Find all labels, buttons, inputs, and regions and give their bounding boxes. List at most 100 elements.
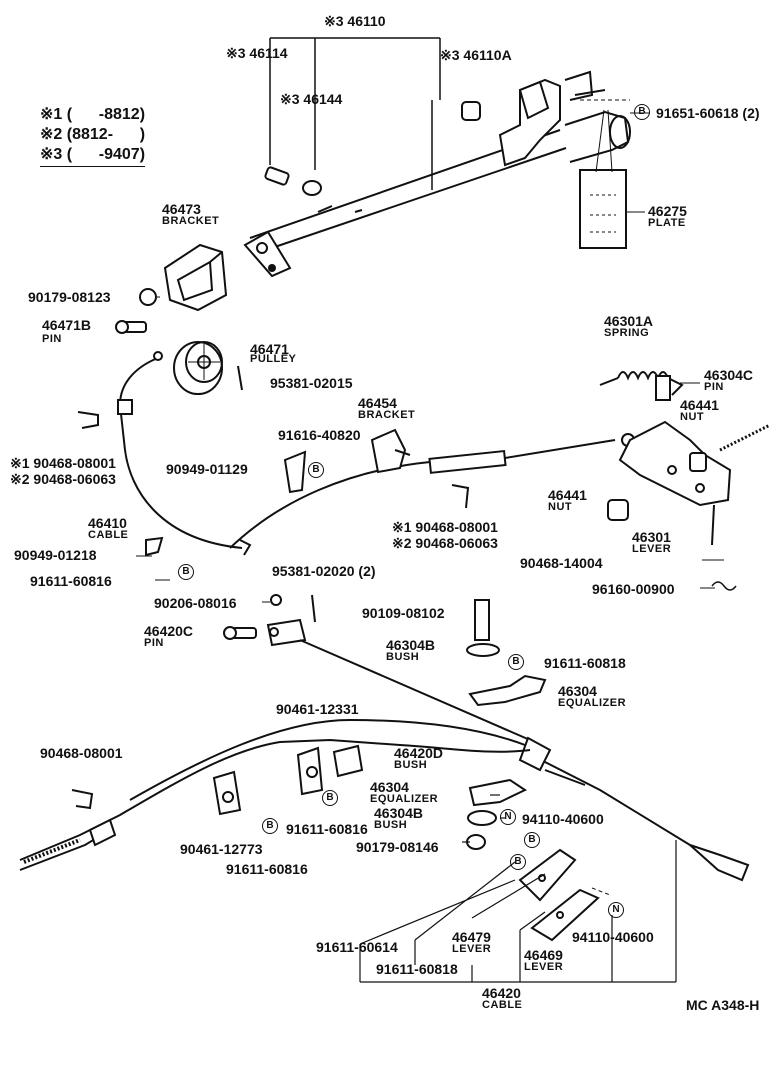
label-46301A: 46301A [604, 313, 654, 329]
equalizer-46304-b [468, 778, 528, 807]
label-46473: 46473 [162, 201, 201, 217]
part-46110A [461, 101, 481, 121]
pin-46471B [115, 320, 147, 334]
label-46304B-b: 46304B [374, 805, 424, 821]
clip-90468-08001-b [451, 484, 470, 509]
label-90468-08001-a: ※1 90468-08001 [10, 455, 116, 471]
n-mark: N [608, 902, 624, 918]
bracket-46473 [163, 243, 228, 312]
pin-95381-02020 [311, 594, 316, 623]
label-46144: ※3 46144 [280, 91, 343, 107]
label-46471B: 46471B [42, 317, 92, 333]
label-91611-60816-c: 91611-60816 [226, 861, 308, 877]
name-46471: PULLEY [250, 353, 297, 365]
name-46471B: PIN [42, 333, 62, 345]
pin-95381-02015 [237, 365, 243, 391]
name-46420D: BUSH [394, 759, 428, 771]
name-46473: BRACKET [162, 215, 220, 227]
label-46304-b: 46304 [370, 779, 409, 795]
label-90109-08102: 90109-08102 [362, 605, 445, 621]
label-46420D: 46420D [394, 745, 444, 761]
label-46304C: 46304C [704, 367, 754, 383]
name-46301A: SPRING [604, 327, 650, 339]
b-mark: B [508, 654, 524, 670]
legend-range: ( -9407) [66, 146, 146, 163]
label-91611-60816-a: 91611-60816 [30, 573, 112, 589]
label-94110-40600-a: 94110-40600 [522, 811, 604, 827]
leaders-middle [136, 555, 724, 603]
name-46441-a: NUT [680, 411, 705, 423]
cable-46420 [19, 639, 750, 882]
label-46479: 46479 [452, 929, 491, 945]
label-46441-b: 46441 [548, 487, 587, 503]
name-46454: BRACKET [358, 409, 416, 421]
name-46420: CABLE [482, 999, 523, 1011]
lever-46469 [530, 887, 611, 942]
name-46304C: PIN [704, 381, 724, 393]
legend-row-2: ※2 (8812- ) [40, 124, 145, 144]
label-91611-60816-b: 91611-60816 [286, 821, 368, 837]
bracket-46454 [370, 428, 411, 474]
part-46114 [264, 166, 290, 186]
name-46479: LEVER [452, 943, 492, 955]
label-95381-02020: 95381-02020 (2) [272, 563, 376, 579]
b-mark: B [262, 818, 278, 834]
label-91616-40820: 91616-40820 [278, 427, 361, 443]
pulley-46471 [173, 341, 223, 395]
name-46410: CABLE [88, 529, 129, 541]
label-90461-12773: 90461-12773 [180, 841, 263, 857]
lever-46301 [618, 420, 732, 546]
label-46110A: ※3 46110A [440, 47, 512, 63]
label-90468-06063-b: ※2 90468-06063 [392, 535, 498, 551]
shaft-46110 [243, 70, 631, 278]
label-96160-00900: 96160-00900 [592, 581, 675, 597]
name-46301: LEVER [632, 543, 672, 555]
clip-90468-08001-c [71, 789, 94, 810]
legend-mark: ※3 [40, 146, 63, 163]
bush-46304B-b [467, 810, 497, 826]
name-46304B: BUSH [386, 651, 420, 663]
label-91611-60614: 91611-60614 [316, 939, 398, 955]
label-91651: 91651-60618 (2) [656, 105, 760, 121]
label-90949-01129: 90949-01129 [166, 461, 248, 477]
b-mark: B [510, 854, 526, 870]
label-90206-08016: 90206-08016 [154, 595, 237, 611]
legend-mark: ※2 [40, 126, 63, 143]
label-90468-08001-c: 90468-08001 [40, 745, 123, 761]
b-mark: B [308, 462, 324, 478]
legend: ※1 ( -8812) ※2 (8812- ) ※3 ( -9407) [40, 104, 146, 167]
label-94110-40600-b: 94110-40600 [572, 929, 654, 945]
name-46304B-b: BUSH [374, 819, 408, 831]
label-90179-08146: 90179-08146 [356, 839, 439, 855]
bush-46420D [332, 744, 364, 778]
label-91611-60818-b: 91611-60818 [376, 961, 458, 977]
part-46144 [302, 180, 322, 196]
name-46275: PLATE [648, 217, 686, 229]
label-91611-60818-a: 91611-60818 [544, 655, 626, 671]
b-mark: B [524, 832, 540, 848]
nut-46441-b [607, 499, 629, 521]
label-46304-a: 46304 [558, 683, 597, 699]
group-bracket-46110 [269, 37, 441, 190]
label-46420C: 46420C [144, 623, 194, 639]
label-46410: 46410 [88, 515, 127, 531]
plate-46275 [579, 109, 627, 249]
legend-row-3: ※3 ( -9407) [40, 144, 146, 167]
washer-90206-08016 [270, 594, 282, 606]
name-46469: LEVER [524, 961, 564, 973]
nut-46441-a [689, 452, 707, 472]
label-46454: 46454 [358, 395, 397, 411]
label-90179-08123: 90179-08123 [28, 289, 111, 305]
label-95381-02015: 95381-02015 [270, 375, 353, 391]
clip-90949-01218 [145, 536, 164, 557]
b-mark: B [322, 790, 338, 806]
name-46304-a: EQUALIZER [558, 697, 627, 709]
b-mark: B [178, 564, 194, 580]
label-90461-12331: 90461-12331 [276, 701, 359, 717]
label-90468-06063-a: ※2 90468-06063 [10, 471, 116, 487]
leaders-bottom [359, 794, 677, 983]
label-90468-08001-b: ※1 90468-08001 [392, 519, 498, 535]
pin-46304C [655, 375, 671, 401]
bush-46304B [466, 643, 500, 657]
